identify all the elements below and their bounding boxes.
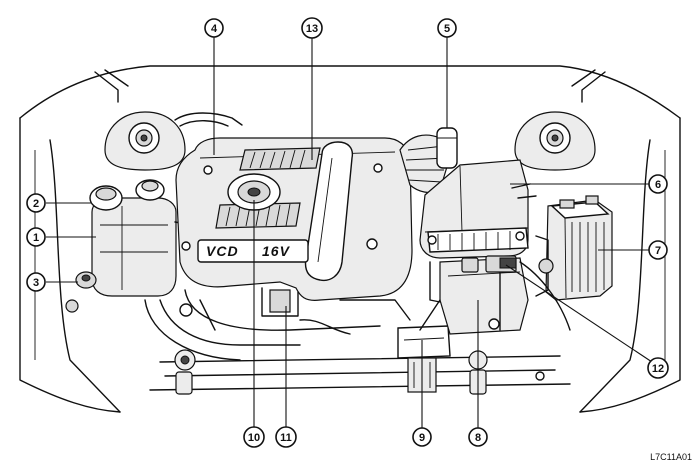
ecu-area (429, 257, 529, 335)
callout-6: 6 (648, 174, 668, 194)
callouts: 1 2 3 4 5 6 (26, 17, 669, 448)
callout-8: 8 (468, 427, 488, 447)
svg-text:4: 4 (211, 23, 218, 35)
callout-10: 10 (243, 426, 265, 448)
svg-text:13: 13 (306, 23, 318, 35)
callout-4: 4 (204, 18, 224, 38)
cover-label-plate (197, 239, 309, 263)
right-strut-tower (514, 111, 596, 171)
reference-code: L7C11A01 (650, 452, 692, 462)
front-crossmember (149, 349, 571, 395)
right-hose (519, 261, 571, 331)
callout-11: 11 (275, 426, 297, 448)
svg-text:6: 6 (655, 179, 661, 191)
battery (545, 195, 613, 301)
svg-text:5: 5 (444, 23, 450, 35)
relay-connector (461, 255, 517, 273)
cover-slot (304, 141, 354, 282)
svg-text:1: 1 (33, 232, 39, 244)
callout-1: 1 (26, 227, 46, 247)
svg-text:12: 12 (652, 363, 664, 375)
callout-12: 12 (647, 357, 669, 379)
callout-5: 5 (437, 18, 457, 38)
air-intake-duct (399, 127, 458, 194)
svg-text:9: 9 (419, 432, 425, 444)
svg-text:10: 10 (248, 432, 260, 444)
left-strut-tower (104, 111, 186, 171)
svg-text:11: 11 (280, 432, 292, 444)
callout-13: 13 (301, 17, 323, 39)
battery-bracket (535, 235, 554, 297)
coolant-reservoir (91, 197, 177, 297)
callout-9: 9 (412, 427, 432, 447)
svg-text:2: 2 (33, 198, 39, 210)
callout-3: 3 (26, 272, 46, 292)
cover-ribs (215, 147, 321, 229)
oil-filler-cap (227, 173, 281, 211)
cover-text-16v: 16V (262, 243, 291, 259)
callout-2: 2 (26, 193, 46, 213)
svg-text:3: 3 (33, 277, 39, 289)
brake-fluid-reservoir (89, 179, 165, 211)
lower-engine (179, 287, 411, 335)
callout-7: 7 (648, 240, 668, 260)
ecu-harness (419, 299, 441, 331)
svg-text:8: 8 (475, 432, 481, 444)
engine-cover: VCD 16V (175, 137, 413, 301)
air-intake-resonator (436, 127, 458, 169)
cover-text-vcd: VCD (206, 243, 239, 259)
svg-text:7: 7 (655, 245, 661, 257)
left-bolt (65, 299, 79, 313)
ignition-part (269, 289, 291, 313)
washer-cap (75, 271, 97, 289)
